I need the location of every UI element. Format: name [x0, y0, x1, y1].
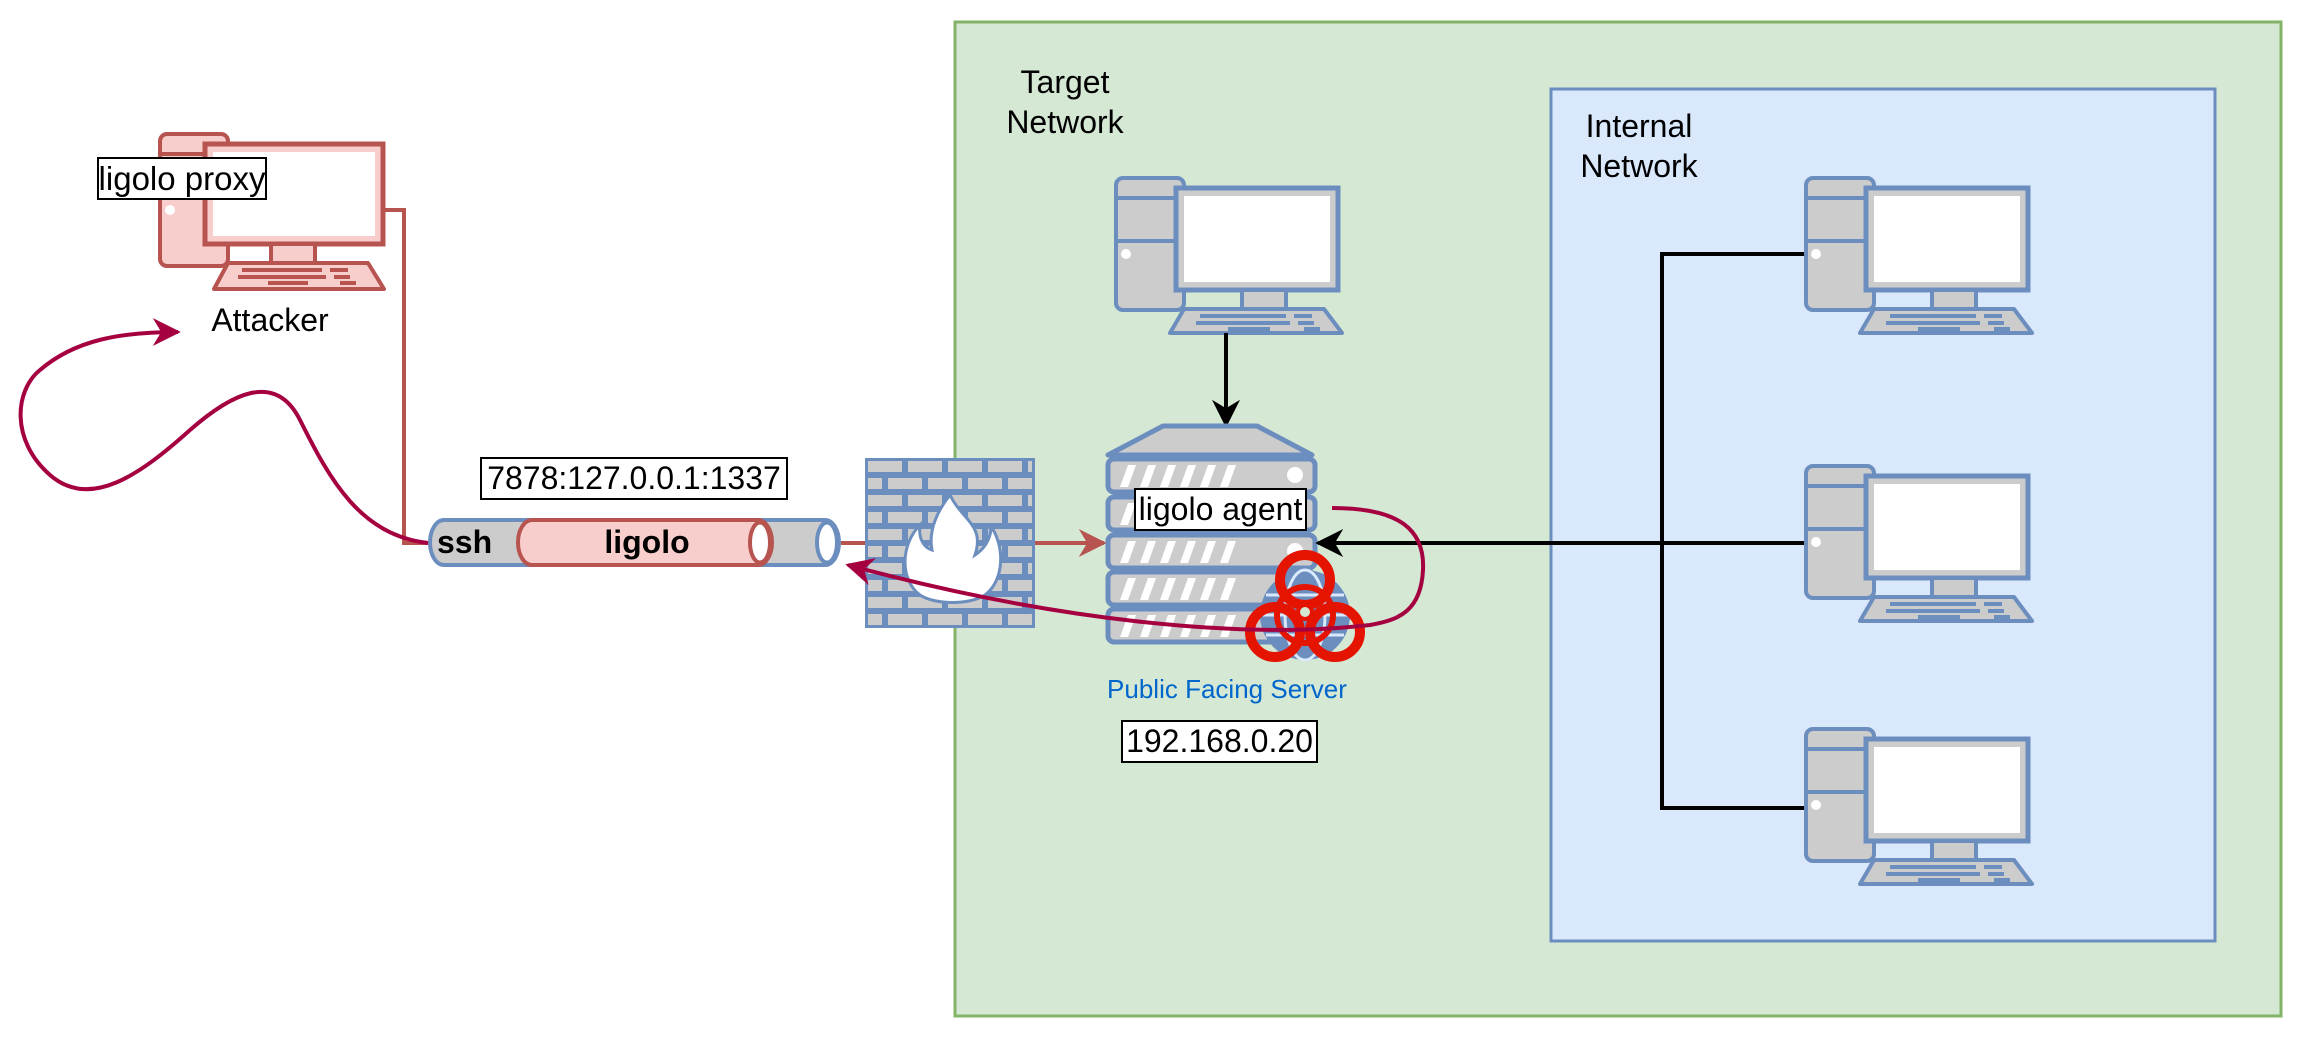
internal-host-3-icon[interactable] [1806, 729, 2032, 884]
firewall-brick [908, 495, 942, 506]
firewall-brick [1008, 478, 1032, 489]
firewall-brick [1028, 495, 1032, 506]
server-name-label: Public Facing Server [1107, 674, 1347, 704]
firewall-brick [868, 546, 882, 557]
firewall-brick [1028, 461, 1032, 472]
internal-host-1-icon[interactable] [1806, 178, 2032, 333]
firewall-brick [888, 614, 922, 625]
firewall-brick [1008, 546, 1032, 557]
ligolo-tunnel[interactable] [516, 518, 774, 567]
ligolo-proxy-label: ligolo proxy [97, 157, 267, 200]
target-network-title: Target Network [985, 62, 1145, 142]
firewall-brick [1008, 614, 1032, 625]
internal-network-bus [1660, 252, 1804, 810]
firewall-brick [868, 495, 902, 506]
biohazard-icon [1245, 550, 1365, 662]
internal-network-title-line2: Network [1580, 148, 1698, 184]
firewall-icon [865, 458, 1035, 628]
firewall-brick [1028, 529, 1032, 540]
firewall-brick [868, 529, 902, 540]
attacker-label: Attacker [211, 302, 329, 338]
return-path-loop [18, 318, 429, 545]
firewall-brick [988, 495, 1022, 506]
firewall-brick [1028, 597, 1032, 608]
ligolo-agent-label: ligolo agent [1134, 488, 1307, 531]
firewall-brick [888, 512, 922, 523]
return-path-agent [845, 506, 1426, 632]
firewall-brick [988, 563, 1022, 574]
target-workstation-icon[interactable] [1116, 178, 1342, 333]
firewall-brick [888, 478, 922, 489]
server-rack-icon[interactable] [1105, 423, 1315, 642]
flame-icon [903, 492, 1003, 604]
firewall-brick [928, 478, 962, 489]
firewall-brick [868, 478, 882, 489]
port-forward-label: 7878:127.0.0.1:1337 [480, 457, 788, 500]
firewall-brick [1008, 512, 1032, 523]
firewall-brick [968, 512, 1002, 523]
server-ip-label: 192.168.0.20 [1121, 720, 1318, 763]
firewall-brick [928, 614, 962, 625]
internal-network-title: Internal Network [1559, 106, 1719, 186]
firewall-brick [968, 614, 1002, 625]
firewall-brick [948, 495, 982, 506]
firewall-brick [988, 461, 1022, 472]
internal-network-title-line1: Internal [1585, 108, 1693, 144]
firewall-brick [968, 478, 1002, 489]
ligolo-tunnel-label: ligolo [604, 524, 690, 560]
firewall-brick [948, 461, 982, 472]
firewall-brick [868, 563, 902, 574]
ssh-tunnel-label: ssh [437, 524, 493, 560]
firewall-brick [1008, 580, 1032, 591]
target-network-title-line1: Target [1020, 64, 1110, 100]
firewall-brick [868, 512, 882, 523]
firewall-brick [868, 461, 902, 472]
firewall-brick [1028, 563, 1032, 574]
firewall-brick [908, 461, 942, 472]
target-network-title-line2: Network [1006, 104, 1124, 140]
firewall-brick [888, 580, 922, 591]
firewall-brick [908, 529, 942, 540]
firewall-brick [868, 580, 882, 591]
firewall-brick [988, 529, 1022, 540]
attacker-to-tunnel-line [383, 208, 430, 545]
internal-host-2-icon[interactable] [1806, 466, 2032, 621]
firewall-brick [868, 597, 902, 608]
firewall-brick [908, 597, 942, 608]
firewall-brick [868, 614, 882, 625]
